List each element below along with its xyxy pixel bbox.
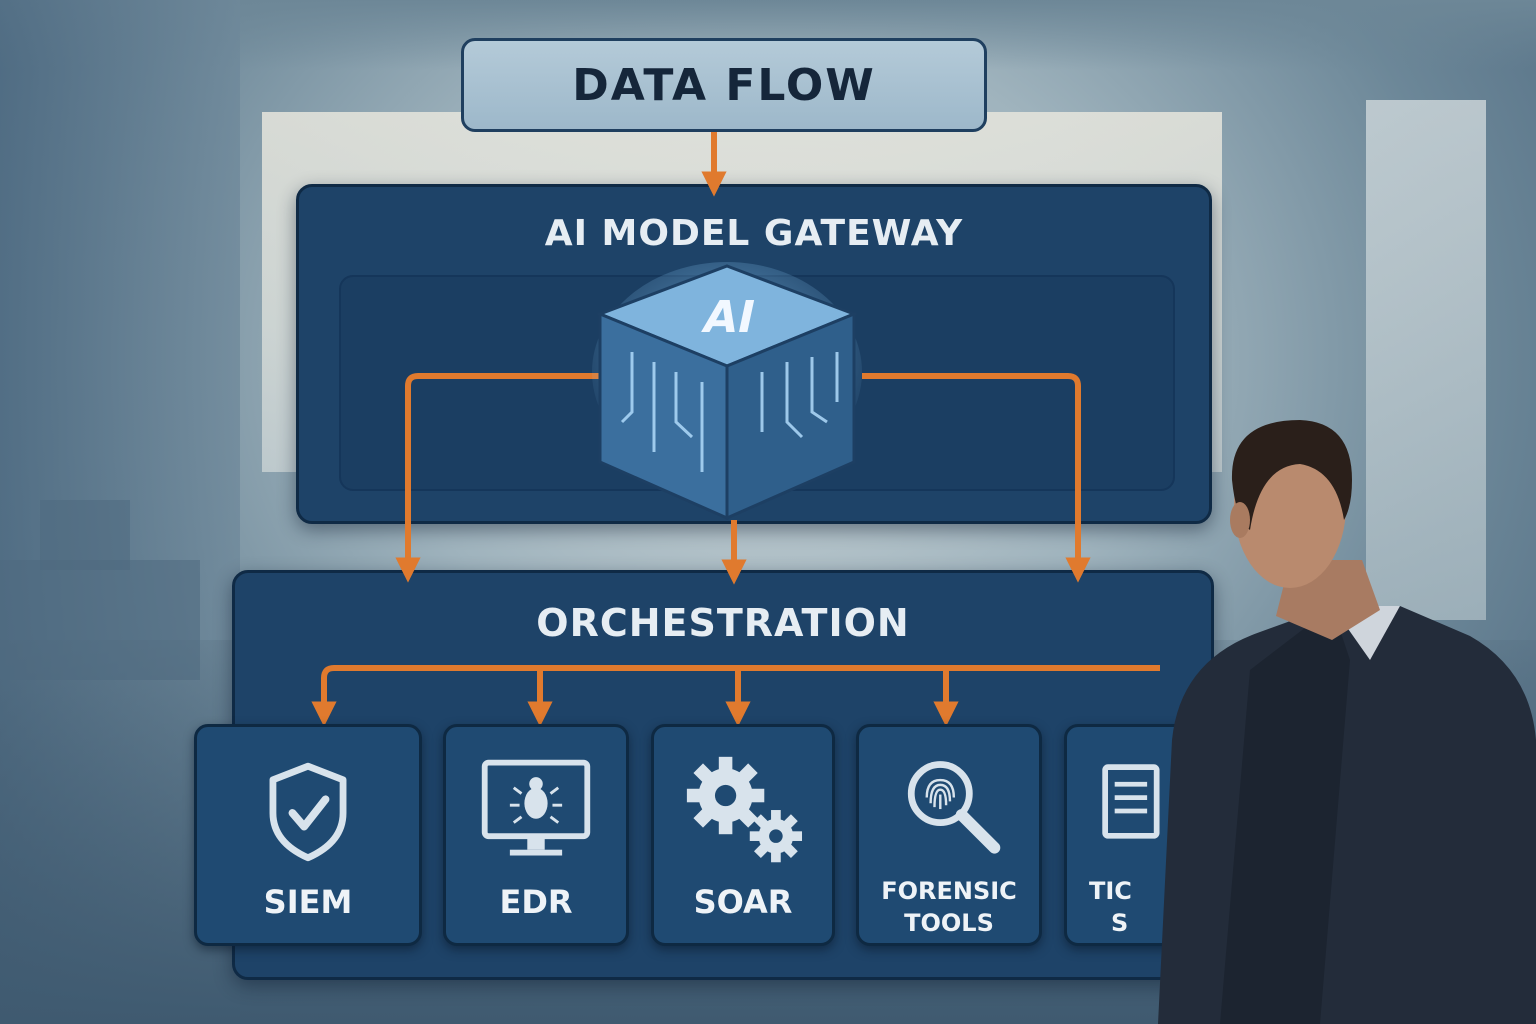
tool-label-forensic-line1: FORENSIC — [881, 877, 1017, 905]
orchestration-title: ORCHESTRATION — [536, 601, 910, 645]
office-window-right — [1366, 100, 1486, 620]
monitor-bug-icon — [481, 759, 591, 856]
tool-label-ticketing-line1: TIC — [1089, 877, 1132, 905]
gears-icon — [686, 756, 803, 863]
document-icon — [1102, 764, 1160, 839]
fingerprint-magnifier-icon — [907, 761, 1001, 854]
tool-label-forensic-line2: TOOLS — [904, 909, 994, 937]
background-monitor — [40, 500, 130, 570]
ai-cube-icon: AI — [592, 262, 862, 521]
tool-label-ticketing-line2: S — [1111, 909, 1129, 937]
tool-card-soar: SOAR — [651, 724, 835, 946]
background-desk — [0, 560, 200, 680]
tool-label-ticketing: TIC S — [1067, 875, 1191, 939]
person-figure — [1158, 420, 1536, 1024]
tool-label-siem: SIEM — [263, 883, 353, 921]
data-flow-title-box: DATA FLOW — [461, 38, 987, 132]
shield-check-icon — [269, 762, 347, 862]
tool-card-siem: SIEM — [194, 724, 422, 946]
ai-cube-label: AI — [699, 292, 760, 342]
tool-card-forensic-tools: FORENSIC TOOLS — [856, 724, 1042, 946]
tool-label-forensic-tools: FORENSIC TOOLS — [859, 875, 1039, 939]
tool-label-edr: EDR — [499, 883, 573, 921]
data-flow-title: DATA FLOW — [572, 59, 876, 111]
tool-card-edr: EDR — [443, 724, 629, 946]
gateway-title: AI MODEL GATEWAY — [544, 213, 964, 254]
tool-label-soar: SOAR — [693, 883, 793, 921]
